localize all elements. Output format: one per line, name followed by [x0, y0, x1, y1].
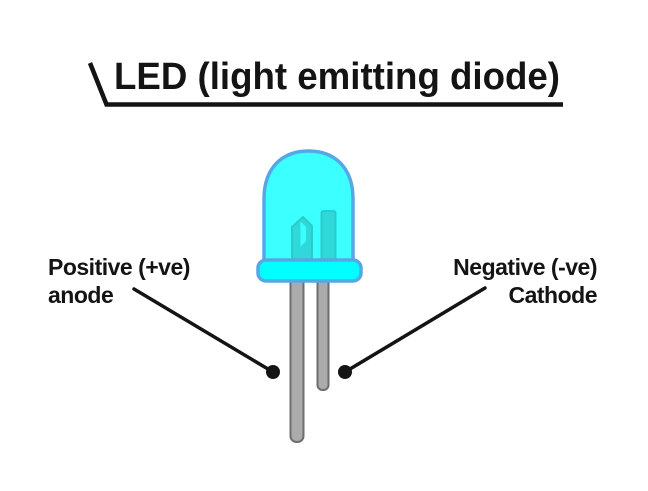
anode-label: Positive (+ve) anode [48, 253, 190, 309]
cathode-label: Negative (-ve) Cathode [453, 253, 597, 309]
cathode-leg [316, 269, 330, 391]
led-chip-post [320, 210, 337, 262]
anode-leg [289, 269, 305, 443]
anode-label-line1: Positive (+ve) [48, 254, 190, 280]
cathode-label-line1: Negative (-ve) [453, 254, 597, 280]
page-title: LED (light emitting diode) [114, 56, 560, 98]
cathode-pointer-dot [338, 365, 352, 379]
led-flange [256, 258, 363, 283]
led-chip-notch [300, 221, 306, 247]
anode-pointer-line [132, 287, 275, 374]
cathode-pointer-line [343, 286, 487, 374]
cathode-label-line2: Cathode [508, 282, 598, 308]
anode-label-line2: anode [48, 282, 114, 308]
title-underline-accent [87, 62, 563, 107]
anode-pointer-dot [266, 365, 280, 379]
